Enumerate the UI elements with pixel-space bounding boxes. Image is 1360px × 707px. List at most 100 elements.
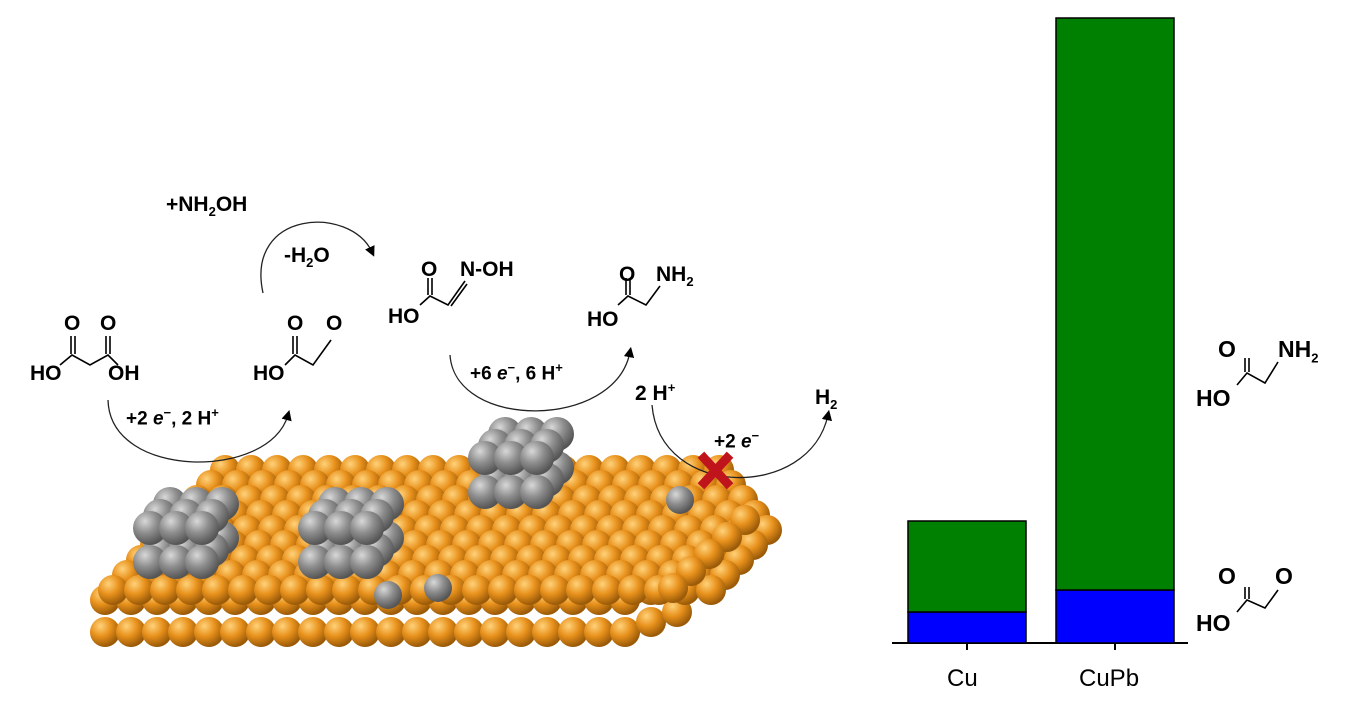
reagent-prefix: +NH: [166, 193, 209, 216]
copper-atom: [514, 575, 544, 605]
copper-atom: [592, 575, 622, 605]
lead-atom: [350, 511, 384, 545]
lead-atom: [520, 475, 554, 509]
copper-atom: [532, 617, 562, 647]
copper-atom: [462, 575, 492, 605]
tick-label-cupb: CuPb: [1079, 665, 1140, 692]
lead-adatom: [374, 581, 402, 609]
bonds: [59, 278, 1279, 613]
lead-atom: [133, 545, 167, 579]
copper-atom: [584, 617, 614, 647]
lead-atom: [468, 475, 502, 509]
lead-atom: [494, 475, 528, 509]
lead-atom: [298, 545, 332, 579]
lead-atom: [494, 441, 528, 475]
lead-atom: [520, 441, 554, 475]
copper-atom: [402, 617, 432, 647]
atom-o: O: [64, 312, 81, 335]
copper-atom: [540, 575, 570, 605]
atom-ho: HO: [587, 308, 619, 331]
copper-atom: [194, 617, 224, 647]
copper-atom: [558, 617, 588, 647]
atom-o: O: [421, 258, 438, 281]
atom-ho: HO: [253, 362, 285, 385]
copper-atom: [176, 575, 206, 605]
legend-atom-nh2: NH2: [1278, 336, 1319, 366]
her-reactant-label: 2 H+: [635, 380, 676, 405]
copper-atom: [90, 617, 120, 647]
copper-atom: [124, 575, 154, 605]
atom-oh: OH: [108, 362, 140, 385]
copper-atom: [116, 617, 146, 647]
copper-atom: [202, 575, 232, 605]
atom-ho: HO: [30, 362, 62, 385]
copper-atom: [480, 617, 510, 647]
lead-adatom: [424, 574, 452, 602]
arrow-her: [651, 404, 832, 479]
lead-adatom: [666, 486, 694, 514]
arrow-step2: [449, 346, 635, 412]
copper-atom: [566, 575, 596, 605]
copper-atom: [658, 573, 688, 603]
reagent-suffix: OH: [215, 193, 248, 216]
copper-atom: [610, 617, 640, 647]
copper-atom: [428, 617, 458, 647]
blocked-x-icon: [697, 451, 734, 490]
bar-cu-glycine: [907, 520, 1027, 613]
tick-label-cu: Cu: [947, 665, 978, 692]
copper-atom: [350, 617, 380, 647]
arrow-condensation: [260, 221, 375, 294]
atom-ho: HO: [388, 305, 420, 328]
lead-atom: [185, 545, 219, 579]
copper-atom: [298, 617, 328, 647]
copper-atom: [142, 617, 172, 647]
reagent-subscript: 2: [208, 204, 216, 220]
lead-clusters: [133, 417, 694, 609]
atom-o: O: [619, 263, 636, 286]
legend-atom-o: O: [1218, 336, 1236, 362]
copper-atom: [506, 617, 536, 647]
water-loss-label: -H2O: [284, 244, 330, 271]
copper-atom: [280, 575, 310, 605]
copper-atom: [272, 617, 302, 647]
copper-atom: [696, 575, 726, 605]
step2-label: +6 e−, 6 H+: [470, 360, 563, 385]
lead-atom: [185, 511, 219, 545]
bar-cupb-glyoxylic: [1055, 589, 1175, 644]
legend-atom-ho: HO: [1196, 610, 1231, 636]
copper-atom: [488, 575, 518, 605]
copper-atom: [254, 575, 284, 605]
lead-atom: [133, 511, 167, 545]
reagent-label: +NH2OH: [166, 193, 247, 219]
atom-n-oh: N-OH: [460, 258, 514, 281]
copper-atom: [324, 617, 354, 647]
lead-atom: [159, 545, 193, 579]
her-product-label: H2: [815, 386, 838, 413]
bar-cupb-glycine: [1055, 17, 1175, 591]
copper-atom: [636, 607, 666, 637]
legend-atom-o: O: [1275, 563, 1293, 589]
arrow-step1: [107, 399, 292, 463]
atom-o: O: [287, 312, 304, 335]
step1-protons: , 2 H: [171, 408, 212, 430]
lead-atom: [350, 545, 384, 579]
lead-atom: [324, 511, 358, 545]
atom-nh2: NH2: [656, 263, 694, 290]
lead-atom: [298, 511, 332, 545]
copper-atom: [220, 617, 250, 647]
copper-atom: [98, 575, 128, 605]
lead-atom: [324, 545, 358, 579]
atom-o: O: [100, 312, 117, 335]
copper-atom: [376, 617, 406, 647]
copper-atom: [150, 575, 180, 605]
copper-atom: [228, 575, 258, 605]
step2-protons: , 6 H: [515, 363, 556, 385]
copper-atom: [454, 617, 484, 647]
stacked-bar-chart: [892, 17, 1188, 650]
bar-cu-glyoxylic: [907, 611, 1027, 644]
copper-atom: [306, 575, 336, 605]
atom-o: O: [326, 312, 343, 335]
legend-atom-o: O: [1218, 563, 1236, 589]
her-electrons-label: +2 e−: [714, 428, 760, 453]
